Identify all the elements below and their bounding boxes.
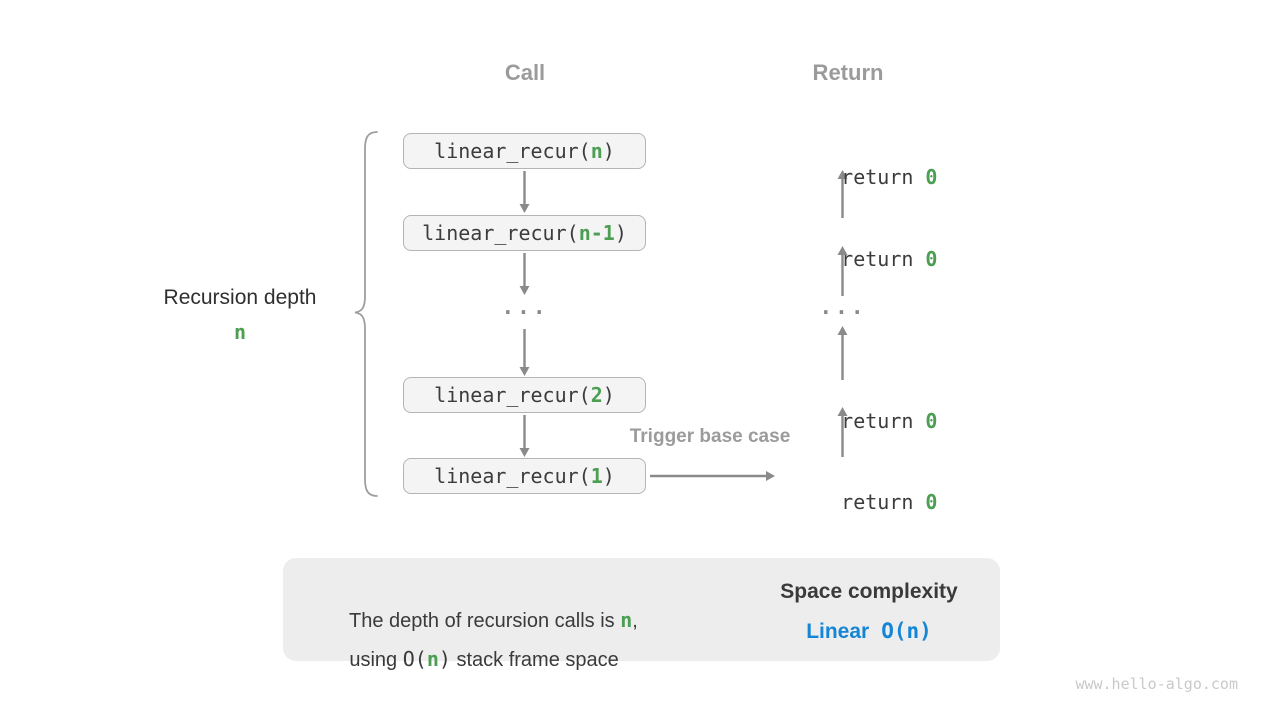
- return-ellipsis: ...: [819, 295, 867, 319]
- call-ellipsis: ...: [501, 295, 549, 319]
- watermark: www.hello-algo.com: [1075, 675, 1238, 693]
- call-box-text: linear_recur(: [434, 139, 591, 163]
- recursion-depth-brace: [354, 131, 378, 497]
- call-box-arg: n: [590, 139, 603, 163]
- return-value: 0: [925, 409, 938, 433]
- call-box-text: linear_recur(: [434, 383, 591, 407]
- recursion-depth-value: n: [233, 320, 247, 344]
- summary-line-1: The depth of recursion calls is n,: [348, 608, 638, 632]
- call-box-arg: 1: [590, 464, 603, 488]
- summary-line-2: using O(n) stack frame space: [349, 647, 619, 671]
- summary-var-n: n: [426, 647, 439, 671]
- return-value: 0: [925, 490, 938, 514]
- summary-box: The depth of recursion calls is n, using…: [283, 558, 1000, 671]
- recursion-depth-title: Recursion depth: [163, 286, 317, 309]
- call-column-header: Call: [504, 60, 546, 85]
- call-box-n-1: linear_recur(n-1): [403, 215, 646, 251]
- summary-var-n: n: [620, 608, 633, 632]
- call-box-arg: n-1: [578, 221, 615, 245]
- trigger-base-case-label: Trigger base case: [629, 426, 791, 447]
- call-box-text: linear_recur(: [422, 221, 579, 245]
- call-box-n: linear_recur(n): [403, 133, 646, 169]
- return-value: 0: [925, 247, 938, 271]
- recursion-depth-label: Recursion depth n: [150, 285, 330, 345]
- big-o-notation: O(n): [881, 619, 932, 643]
- call-box-1: linear_recur(1): [403, 458, 646, 494]
- return-column-header: Return: [812, 60, 884, 85]
- space-complexity-title: Space complexity: [780, 580, 958, 603]
- big-o-open: O(: [402, 647, 427, 671]
- call-box-text: linear_recur(: [434, 464, 591, 488]
- big-o-close: ): [438, 647, 451, 671]
- return-value: 0: [925, 165, 938, 189]
- call-box-arg: 2: [590, 383, 603, 407]
- call-box-2: linear_recur(2): [403, 377, 646, 413]
